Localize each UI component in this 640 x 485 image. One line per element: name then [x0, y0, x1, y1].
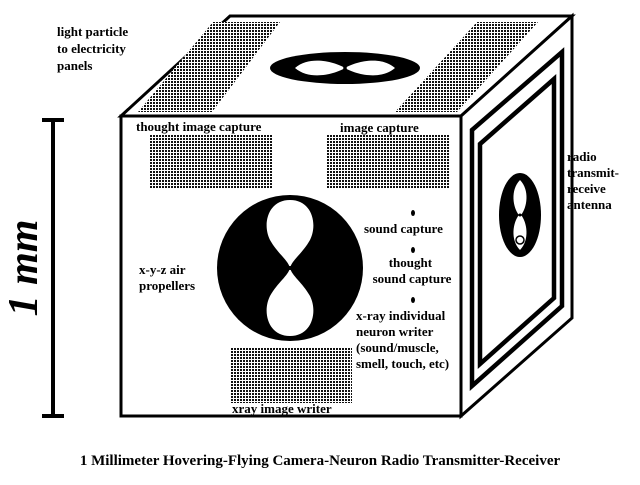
antenna-loops	[469, 47, 565, 392]
solar-panel-left	[138, 22, 280, 112]
sound-capture-dot	[411, 210, 415, 216]
front-face-contents	[150, 135, 449, 403]
propellers-label: x-y-z air propellers	[139, 262, 195, 293]
thought-sound-capture-label: thought sound capture	[373, 255, 452, 286]
top-propeller-hub	[343, 66, 347, 70]
sound-capture-label: sound capture	[364, 221, 443, 236]
xray-image-writer-panel	[230, 348, 352, 403]
thought-image-capture-label: thought image capture	[136, 119, 262, 134]
side-propeller	[499, 173, 541, 257]
front-propeller-hub	[288, 266, 292, 270]
image-capture-panel	[326, 135, 449, 188]
side-propeller-hub	[515, 235, 525, 245]
antenna-label: radio transmit- receive antenna	[567, 149, 622, 212]
solar-panel-right	[395, 22, 538, 112]
xray-neuron-writer-dot	[411, 297, 415, 303]
scale-bar	[42, 118, 64, 418]
thought-sound-capture-dot	[411, 247, 415, 253]
top-face-contents	[138, 22, 538, 112]
side-propeller-center	[518, 213, 522, 217]
image-capture-label: image capture	[340, 120, 419, 135]
diagram-caption: 1 Millimeter Hovering-Flying Camera-Neur…	[80, 453, 561, 469]
antenna-loop-outer	[469, 47, 565, 392]
panels-label: light particle to electricity panels	[57, 24, 131, 73]
thought-image-capture-panel	[150, 135, 272, 188]
antenna-loop-inner	[477, 74, 557, 370]
xray-image-writer-label: xray image writer	[232, 401, 332, 416]
xray-neuron-writer-label: x-ray individual neuron writer (sound/mu…	[356, 308, 449, 371]
scale-label: 1 mm	[1, 220, 47, 317]
